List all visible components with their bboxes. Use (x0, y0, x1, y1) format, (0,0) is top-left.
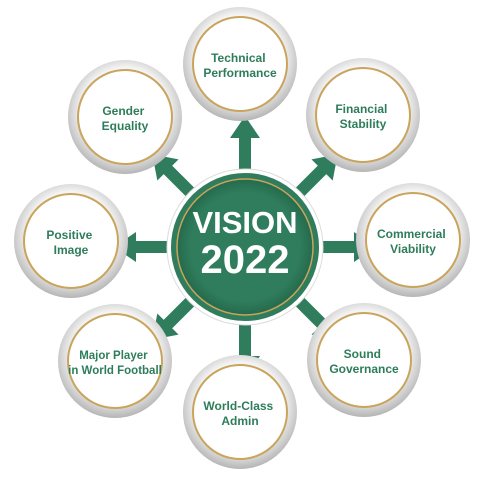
svg-text:Technical Performance: Technical Performance (203, 51, 277, 80)
node-label-line: Image (54, 243, 89, 257)
center-title: VISION (192, 205, 297, 240)
svg-text:Sound Governance: Sound Governance (329, 347, 399, 376)
node-label-line: Governance (329, 362, 399, 376)
node-label-line: Positive (46, 228, 92, 242)
node-major-player: Major Player in World Football (58, 304, 172, 418)
node-technical-performance: Technical Performance (183, 7, 297, 121)
svg-text:Positive Image: Positive Image (46, 228, 95, 257)
node-label-line: Technical (211, 51, 265, 65)
node-label-line: Major Player (79, 350, 148, 362)
svg-text:Financial Stability: Financial Stability (335, 102, 390, 131)
svg-text:Gender Equality: Gender Equality (102, 104, 149, 133)
node-label-line: World-Class (203, 399, 273, 413)
node-financial-stability: Financial Stability (306, 58, 420, 172)
node-positive-image: Positive Image (14, 184, 128, 298)
svg-text:World-Class Admin: World-Class Admin (203, 399, 276, 428)
node-gender-equality: Gender Equality (68, 60, 182, 174)
node-label-line: Admin (221, 414, 258, 428)
node-label-line: Stability (340, 117, 387, 131)
node-label-line: in World Football (68, 365, 162, 377)
node-sound-governance: Sound Governance (307, 303, 421, 417)
node-label-line: Performance (203, 66, 277, 80)
svg-text:Commercial Viability: Commercial Viability (377, 227, 449, 256)
center-year: 2022 (201, 238, 290, 282)
node-label-line: Commercial (377, 227, 446, 241)
svg-text:Major Player in World Fo: Major Player in World Football (68, 350, 162, 377)
node-world-class-admin: World-Class Admin (183, 355, 297, 469)
node-label-line: Equality (102, 119, 149, 133)
node-label-line: Viability (390, 242, 436, 256)
node-label-line: Financial (335, 102, 387, 116)
node-commercial-viability: Commercial Viability (356, 183, 470, 297)
center-node: VISION 2022 (166, 168, 324, 326)
node-label-line: Sound (344, 347, 381, 361)
node-label-line: Gender (102, 104, 144, 118)
